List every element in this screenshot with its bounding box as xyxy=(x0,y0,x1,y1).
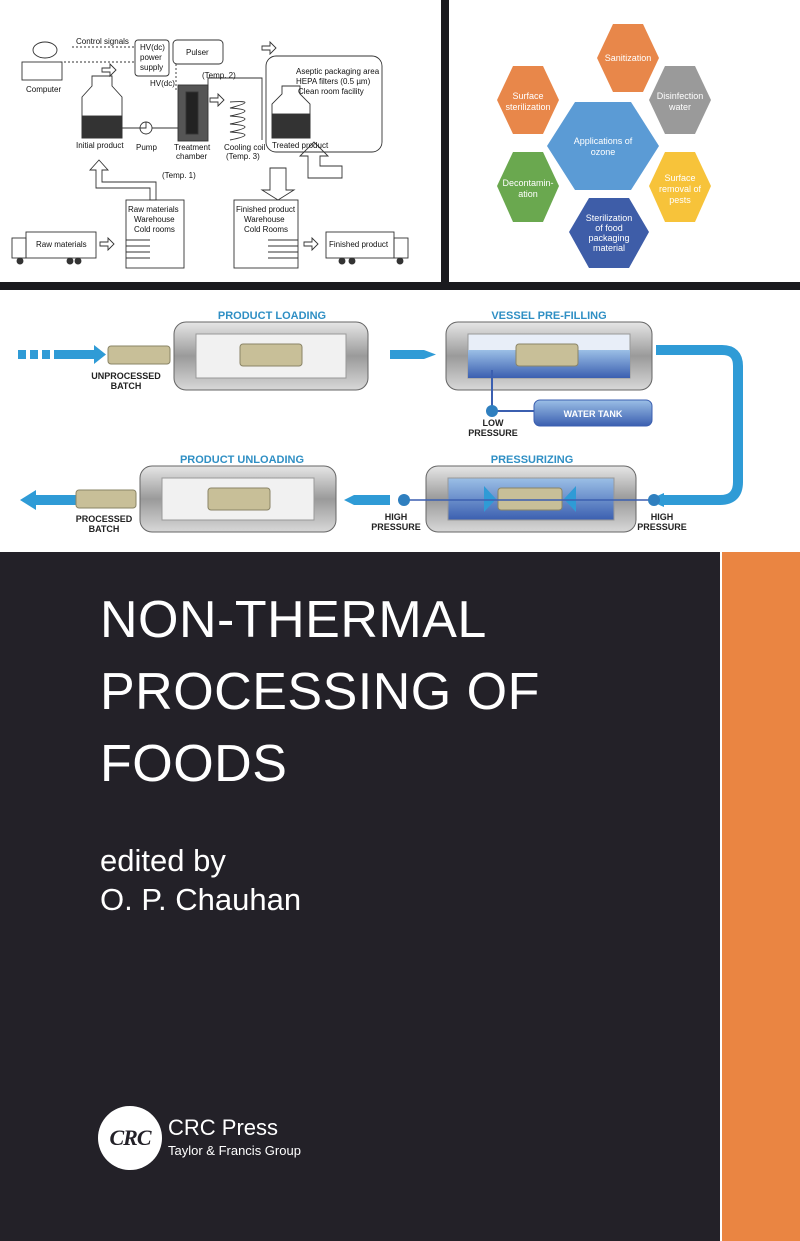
label-hv-1: HV(dc) xyxy=(140,43,165,52)
book-title-line-3: FOODS xyxy=(100,735,288,793)
water-tank xyxy=(533,399,653,427)
label-fin-wh-3: Cold Rooms xyxy=(244,225,288,234)
editor-name: O. P. Chauhan xyxy=(100,882,302,917)
label-processed-2: BATCH xyxy=(89,524,120,534)
label-aseptic-1: Aseptic packaging area xyxy=(296,67,380,76)
publisher-name: CRC Press xyxy=(168,1115,279,1140)
panel-divider-horizontal xyxy=(0,282,800,290)
label-temp2: (Temp. 2) xyxy=(202,71,236,80)
arrow-press-to-unload xyxy=(344,495,390,505)
publisher-group: Taylor & Francis Group xyxy=(168,1143,301,1158)
label-initial-product: Initial product xyxy=(76,141,124,150)
label-aseptic-2: HEPA filters (0.5 µm) xyxy=(296,77,371,86)
label-high-pressure-4: PRESSURE xyxy=(637,522,687,532)
label-pests-2: removal of xyxy=(659,184,702,194)
label-raw-materials: Raw materials xyxy=(36,240,87,249)
hex-surface-sterilization xyxy=(497,66,559,134)
label-center-1: Applications of xyxy=(574,136,633,146)
label-control-signals: Control signals xyxy=(76,37,129,46)
hex-applications-center xyxy=(547,102,659,190)
label-ster-pkg-4: material xyxy=(593,243,625,253)
label-surface-ster-1: Surface xyxy=(512,91,543,101)
label-disinfection-1: Disinfection xyxy=(657,91,704,101)
label-pests-3: pests xyxy=(669,195,691,205)
hex-surface-pests xyxy=(649,152,711,222)
label-temp1: (Temp. 1) xyxy=(162,171,196,180)
label-treated-product: Treated product xyxy=(272,141,329,150)
high-pressure-valve-right xyxy=(648,494,660,506)
hpp-diagram-svg: PRODUCT LOADING VESSEL PRE-FILLING PRODU… xyxy=(18,310,743,534)
panel-divider-vertical xyxy=(441,0,449,290)
label-raw-wh-1: Raw materials xyxy=(128,205,179,214)
book-title-line-2: PROCESSING OF xyxy=(100,663,540,721)
arrow-loading-to-prefill xyxy=(390,350,436,359)
label-raw-wh-2: Warehouse xyxy=(134,215,175,224)
hex-sterilization-packaging xyxy=(569,198,649,268)
loop-arrow xyxy=(656,345,743,505)
label-treatment-1: Treatment xyxy=(174,143,211,152)
hv-supply-box xyxy=(134,39,170,77)
label-high-pressure-3: HIGH xyxy=(651,512,674,522)
unprocessed-batch-icon xyxy=(107,345,171,365)
ozone-applications-diagram: Sanitization Surface sterilization Disin… xyxy=(449,0,800,282)
computer-icon xyxy=(21,61,63,81)
label-ster-pkg-2: of food xyxy=(595,223,623,233)
heading-product-unloading: PRODUCT UNLOADING xyxy=(180,454,304,466)
label-sanitization: Sanitization xyxy=(605,53,652,63)
book-title-line-1: NON-THERMAL xyxy=(100,591,487,649)
crc-logo-icon: CRC xyxy=(98,1106,162,1170)
high-pressure-valve-left xyxy=(398,494,410,506)
label-high-pressure-2: PRESSURE xyxy=(371,522,421,532)
pef-diagram-svg: Computer Control signals HV(dc) power su… xyxy=(11,37,409,269)
label-water-tank: WATER TANK xyxy=(564,409,623,419)
label-raw-wh-3: Cold rooms xyxy=(134,225,175,234)
crc-logo-text: CRC xyxy=(109,1125,151,1150)
label-aseptic-3: Clean room facility xyxy=(298,87,364,96)
label-disinfection-2: water xyxy=(668,102,691,112)
label-ster-pkg-1: Sterilization xyxy=(586,213,633,223)
label-decon-1: Decontamin- xyxy=(502,178,553,188)
label-processed-1: PROCESSED xyxy=(76,514,133,524)
label-cooling-2: (Temp. 3) xyxy=(226,152,260,161)
ozone-diagram-svg: Sanitization Surface sterilization Disin… xyxy=(497,24,711,268)
low-pressure-valve xyxy=(486,405,498,417)
hex-decontamination xyxy=(497,152,559,222)
label-hv-dc: HV(dc) xyxy=(150,79,175,88)
label-decon-2: ation xyxy=(518,189,538,199)
cover-accent-stripe xyxy=(722,552,800,1241)
hex-sanitization xyxy=(597,24,659,92)
label-low-pressure-2: PRESSURE xyxy=(468,428,518,438)
edited-by-label: edited by xyxy=(100,843,226,878)
label-fin-wh-2: Warehouse xyxy=(244,215,285,224)
heading-pressurizing: PRESSURIZING xyxy=(491,454,574,466)
label-low-pressure-1: LOW xyxy=(483,418,504,428)
label-hv-2: power xyxy=(140,53,162,62)
label-treatment-2: chamber xyxy=(176,152,207,161)
heading-vessel-prefilling: VESSEL PRE-FILLING xyxy=(491,310,606,322)
label-computer: Computer xyxy=(26,85,61,94)
label-pests-1: Surface xyxy=(664,173,695,183)
label-unprocessed-2: BATCH xyxy=(111,381,142,391)
pulser-box xyxy=(172,39,224,65)
label-surface-ster-2: sterilization xyxy=(505,102,550,112)
label-hv-3: supply xyxy=(140,63,163,72)
label-ster-pkg-3: packaging xyxy=(588,233,629,243)
label-cooling-1: Cooling coil xyxy=(224,143,266,152)
processed-batch-icon xyxy=(75,489,137,509)
hpp-process-diagram: PRODUCT LOADING VESSEL PRE-FILLING PRODU… xyxy=(0,290,800,552)
heading-product-loading: PRODUCT LOADING xyxy=(218,310,326,322)
label-fin-wh-1: Finished product xyxy=(236,205,296,214)
input-arrow xyxy=(18,345,106,364)
label-high-pressure-1: HIGH xyxy=(385,512,408,522)
finished-warehouse-box xyxy=(233,199,299,269)
label-pulser: Pulser xyxy=(186,48,209,57)
label-center-2: ozone xyxy=(591,147,616,157)
label-finished-product: Finished product xyxy=(329,240,389,249)
cover-gap xyxy=(720,552,722,1241)
pef-process-diagram: Computer Control signals HV(dc) power su… xyxy=(0,0,441,282)
label-unprocessed-1: UNPROCESSED xyxy=(91,371,161,381)
hex-disinfection-water xyxy=(649,66,711,134)
label-pump: Pump xyxy=(136,143,157,152)
